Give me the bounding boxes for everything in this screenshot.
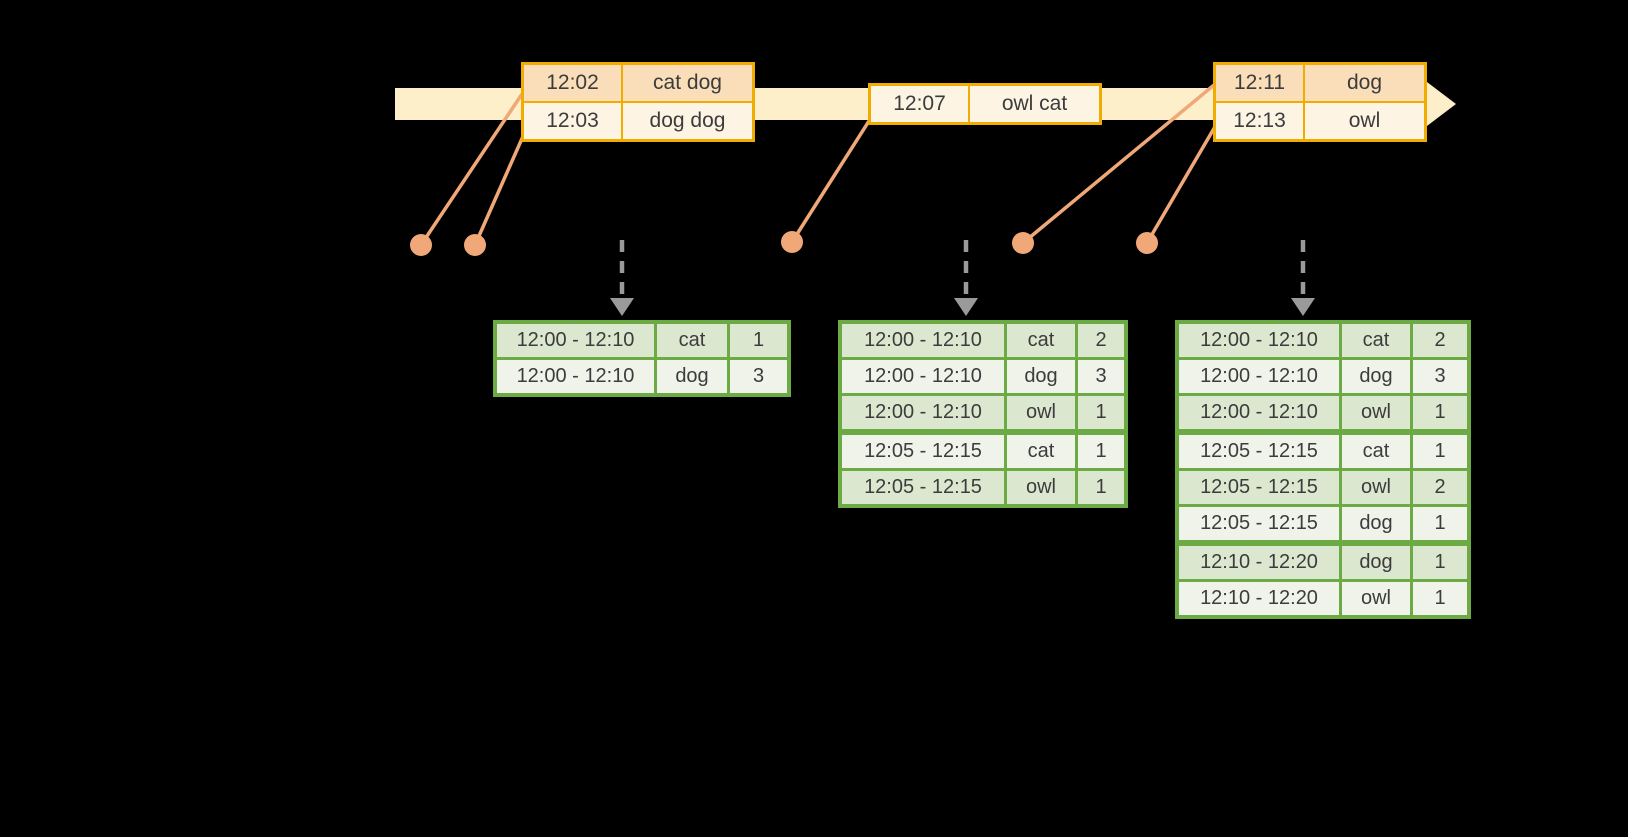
result-count-cell: 1 (1410, 540, 1471, 582)
result-count-cell: 2 (1410, 468, 1471, 507)
trigger-arrow-head-icon (1291, 298, 1315, 316)
event-words-cell: dog dog (621, 101, 755, 142)
result-count-cell: 1 (1075, 393, 1128, 434)
event-dot (1136, 232, 1158, 254)
event-time-cell: 12:13 (1213, 101, 1305, 142)
event-words-cell: owl (1303, 101, 1427, 142)
result-word-cell: dog (1004, 357, 1078, 396)
result-word-cell: cat (654, 320, 730, 360)
result-window-cell: 12:00 - 12:10 (838, 357, 1007, 396)
trigger-arrows (610, 240, 1315, 316)
result-word-cell: cat (1004, 320, 1078, 360)
connector-line (1145, 124, 1218, 244)
result-word-cell: owl (1004, 393, 1078, 434)
result-count-cell: 1 (1410, 504, 1471, 545)
result-word-cell: owl (1339, 393, 1413, 434)
event-dot (464, 234, 486, 256)
result-word-cell: owl (1004, 468, 1078, 508)
result-word-cell: owl (1339, 579, 1413, 619)
result-window-cell: 12:05 - 12:15 (1175, 429, 1342, 471)
result-word-cell: owl (1339, 468, 1413, 507)
result-count-cell: 2 (1075, 320, 1128, 360)
result-window-cell: 12:05 - 12:15 (1175, 468, 1342, 507)
event-time-cell: 12:03 (521, 101, 623, 142)
trigger-arrow-head-icon (610, 298, 634, 316)
trigger-arrow-head-icon (954, 298, 978, 316)
result-word-cell: dog (654, 357, 730, 397)
result-word-cell: cat (1004, 429, 1078, 471)
result-count-cell: 1 (1075, 429, 1128, 471)
result-count-cell: 2 (1410, 320, 1471, 360)
result-word-cell: dog (1339, 504, 1413, 545)
result-count-cell: 3 (727, 357, 791, 397)
event-words-cell: cat dog (621, 62, 755, 103)
result-window-cell: 12:00 - 12:10 (1175, 320, 1342, 360)
result-window-cell: 12:00 - 12:10 (1175, 393, 1342, 434)
connector-line (473, 133, 526, 246)
event-dot (410, 234, 432, 256)
result-word-cell: cat (1339, 429, 1413, 471)
result-word-cell: cat (1339, 320, 1413, 360)
result-window-cell: 12:00 - 12:10 (838, 393, 1007, 434)
result-window-cell: 12:10 - 12:20 (1175, 540, 1342, 582)
result-window-cell: 12:00 - 12:10 (838, 320, 1007, 360)
event-dot (1012, 232, 1034, 254)
result-count-cell: 3 (1075, 357, 1128, 396)
event-time-cell: 12:11 (1213, 62, 1305, 103)
connector-line (419, 93, 524, 246)
result-count-cell: 3 (1410, 357, 1471, 396)
event-time-axis-arrowhead-icon (1423, 79, 1456, 129)
result-window-cell: 12:00 - 12:10 (493, 320, 657, 360)
connector-line (790, 120, 871, 243)
result-count-cell: 1 (727, 320, 791, 360)
event-words-cell: owl cat (968, 83, 1102, 125)
result-window-cell: 12:10 - 12:20 (1175, 579, 1342, 619)
event-time-cell: 12:07 (868, 83, 970, 125)
connector-line (1021, 83, 1216, 245)
event-dot (781, 231, 803, 253)
result-window-cell: 12:05 - 12:15 (838, 429, 1007, 471)
result-count-cell: 1 (1410, 393, 1471, 434)
result-count-cell: 1 (1410, 429, 1471, 471)
result-window-cell: 12:05 - 12:15 (1175, 504, 1342, 545)
event-connectors (410, 83, 1218, 256)
event-time-cell: 12:02 (521, 62, 623, 103)
result-word-cell: dog (1339, 540, 1413, 582)
result-count-cell: 1 (1410, 579, 1471, 619)
result-window-cell: 12:05 - 12:15 (838, 468, 1007, 508)
result-count-cell: 1 (1075, 468, 1128, 508)
result-window-cell: 12:00 - 12:10 (1175, 357, 1342, 396)
result-word-cell: dog (1339, 357, 1413, 396)
event-words-cell: dog (1303, 62, 1427, 103)
result-window-cell: 12:00 - 12:10 (493, 357, 657, 397)
